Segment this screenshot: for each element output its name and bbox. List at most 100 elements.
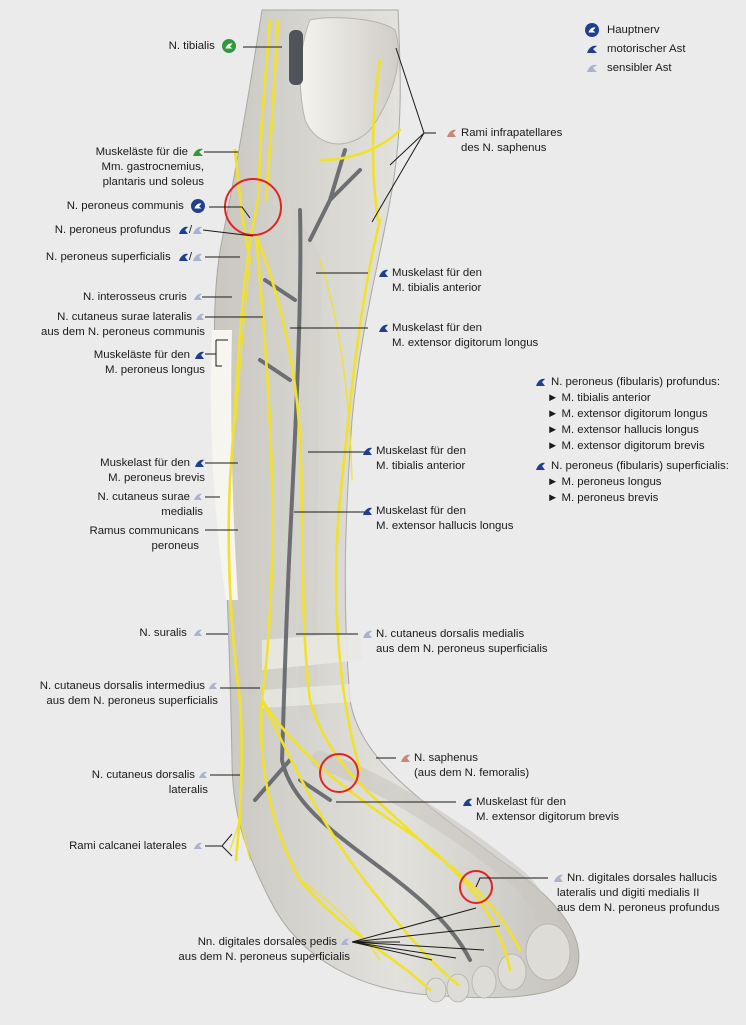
- label-line: Muskelast für den: [476, 796, 566, 808]
- sensory-branch-icon: [554, 874, 563, 882]
- sensory-branch-icon: [194, 294, 202, 301]
- motor-branch-icon: [195, 459, 204, 467]
- summary-item: ► M. tibialis anterior: [535, 390, 729, 406]
- summary-item: ► M. peroneus brevis: [535, 490, 729, 506]
- sensory-branch-icon: [363, 630, 372, 638]
- label-line: aus dem N. peroneus superficialis: [178, 951, 350, 963]
- label-line: des N. saphenus: [461, 142, 547, 154]
- bullet: ►: [547, 408, 559, 420]
- bullet: ►: [547, 476, 559, 488]
- legend-motor-branch: motorischer Ast: [585, 39, 686, 58]
- label-n-cutaneus-dorsalis-medialis: N. cutaneus dorsalis medialis aus dem N.…: [362, 627, 548, 657]
- label-line: N. peroneus profundus: [54, 224, 171, 236]
- label-muskelast-tibialis-anterior-1: Muskelast für den M. tibialis anterior: [378, 266, 482, 296]
- label-line: M. peroneus longus: [104, 364, 205, 376]
- motor-branch-icon: [379, 324, 388, 332]
- highlight-circle-ankle: [319, 753, 359, 793]
- highlight-circle-toe: [459, 870, 493, 904]
- label-line: Muskelast für den: [392, 322, 482, 334]
- bullet: ►: [547, 392, 559, 404]
- summary-item-text: M. extensor hallucis longus: [561, 424, 699, 436]
- label-n-peroneus-profundus: N. peroneus profundus /: [55, 223, 203, 238]
- label-line: Rami calcanei laterales: [69, 840, 187, 852]
- bullet: ►: [547, 424, 559, 436]
- motor-branch-icon: [536, 378, 545, 386]
- legend-main-nerve-label: Hauptnerv: [607, 23, 660, 36]
- motor-branch-icon: [379, 269, 388, 277]
- label-line: Muskelast für den: [100, 457, 190, 469]
- label-line: peroneus: [151, 540, 200, 552]
- bullet: ►: [547, 492, 559, 504]
- label-muskelaeste-gastrocnemius: Muskeläste für die Mm. gastrocnemius, pl…: [96, 145, 204, 190]
- label-n-saphenus: N. saphenus (aus dem N. femoralis): [400, 751, 529, 781]
- label-line: Nn. digitales dorsales hallucis: [567, 872, 718, 884]
- legend-motor-branch-label: motorischer Ast: [607, 42, 686, 55]
- separator: /: [188, 251, 192, 263]
- sensory-branch-icon: [194, 494, 202, 501]
- label-line: M. peroneus brevis: [108, 472, 205, 484]
- sensory-branch-icon: [341, 939, 349, 946]
- label-nn-digitales-dorsales-pedis: Nn. digitales dorsales pedis aus dem N. …: [178, 935, 350, 965]
- label-line: M. tibialis anterior: [376, 460, 466, 472]
- motor-branch-icon: [587, 45, 597, 53]
- motor-branch-icon: [363, 507, 372, 515]
- saphenus-branch-icon: [401, 754, 410, 762]
- motor-branch-icon: [195, 351, 204, 359]
- label-line: N. cutaneus dorsalis: [91, 769, 195, 781]
- label-line: N. cutaneus surae lateralis: [57, 311, 192, 323]
- label-n-peroneus-communis: N. peroneus communis: [67, 199, 205, 214]
- label-line: N. tibialis: [168, 40, 215, 53]
- label-nn-digitales-dorsales-hallucis: Nn. digitales dorsales hallucis laterali…: [553, 871, 720, 916]
- label-line: N. cutaneus surae: [97, 491, 190, 503]
- summary-item-text: M. extensor digitorum longus: [561, 408, 708, 420]
- label-line: N. interosseus cruris: [83, 291, 187, 303]
- label-muskelast-tibialis-anterior-2: Muskelast für den M. tibialis anterior: [362, 444, 466, 474]
- sensory-branch-icon: [193, 226, 202, 234]
- label-line: N. peroneus superficialis: [45, 251, 171, 263]
- motor-branch-icon: [178, 226, 188, 234]
- main-nerve-green-icon: [222, 39, 236, 53]
- label-line: Muskeläste für den: [93, 349, 190, 361]
- summary-item-text: M. extensor digitorum brevis: [561, 440, 705, 452]
- sensory-branch-icon: [209, 683, 217, 690]
- innervation-summary: N. peroneus (fibularis) profundus: ► M. …: [535, 374, 729, 506]
- label-muskelast-extensor-digitorum-brevis: Muskelast für den M. extensor digitorum …: [462, 795, 619, 825]
- label-n-cutaneus-dorsalis-intermedius: N. cutaneus dorsalis intermedius aus dem…: [40, 679, 218, 709]
- label-line: lateralis: [168, 784, 208, 796]
- sensory-branch-icon: [196, 314, 204, 321]
- label-n-peroneus-superficialis: N. peroneus superficialis /: [46, 250, 203, 265]
- label-line: medialis: [161, 506, 203, 518]
- label-line: Ramus communicans: [89, 525, 199, 537]
- label-n-tibialis: N. tibialis: [169, 39, 236, 54]
- label-line: M. tibialis anterior: [392, 282, 482, 294]
- summary-item: ► M. extensor hallucis longus: [535, 422, 729, 438]
- summary-item-text: M. tibialis anterior: [561, 392, 651, 404]
- label-line: Nn. digitales dorsales pedis: [197, 936, 337, 948]
- summary-item-text: M. peroneus brevis: [561, 492, 659, 504]
- sensory-branch-icon: [193, 253, 202, 261]
- label-n-cutaneus-surae-medialis: N. cutaneus surae medialis: [98, 490, 203, 520]
- label-line: Muskelast für den: [392, 267, 482, 279]
- label-line: M. extensor digitorum longus: [392, 337, 539, 349]
- separator: /: [188, 224, 192, 236]
- label-n-cutaneus-surae-lateralis: N. cutaneus surae lateralis aus dem N. p…: [41, 310, 205, 340]
- label-line: N. cutaneus dorsalis intermedius: [39, 680, 205, 692]
- label-line: aus dem N. peroneus communis: [41, 326, 205, 338]
- motor-branch-icon: [463, 798, 472, 806]
- motor-branch-icon: [363, 447, 372, 455]
- sensory-branch-icon: [199, 772, 207, 779]
- label-n-cutaneus-dorsalis-lateralis: N. cutaneus dorsalis lateralis: [92, 768, 208, 798]
- summary-title-text: N. peroneus (fibularis) superficialis:: [551, 460, 729, 472]
- legend-sensory-branch: sensibler Ast: [585, 58, 686, 77]
- label-line: Mm. gastrocnemius,: [101, 161, 204, 173]
- sensory-branch-icon: [194, 630, 202, 637]
- label-n-interosseus-cruris: N. interosseus cruris: [83, 290, 203, 305]
- label-line: aus dem N. peroneus superficialis: [46, 695, 218, 707]
- motor-branch-green-icon: [193, 148, 203, 156]
- summary-item: ► M. peroneus longus: [535, 474, 729, 490]
- summary-item: ► M. extensor digitorum brevis: [535, 438, 729, 454]
- label-muskelaeste-peroneus-longus: Muskeläste für den M. peroneus longus: [94, 348, 205, 378]
- label-line: Muskelast für den: [376, 445, 466, 457]
